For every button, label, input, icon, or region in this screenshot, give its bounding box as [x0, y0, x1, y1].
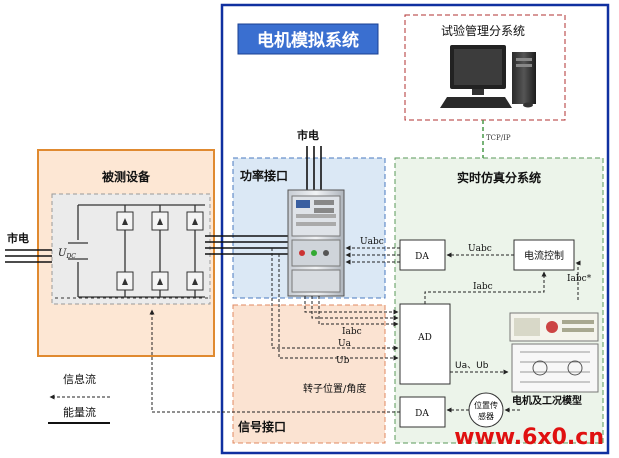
power-cabinet — [287, 189, 345, 297]
info-flow-arrows — [149, 245, 581, 413]
label-rotor-position: 转子位置/角度 — [303, 382, 366, 395]
legend: 信息流 能量流 — [48, 372, 110, 424]
position-sensor-label-2: 感器 — [478, 411, 494, 421]
grid-left-label: 市电 — [7, 231, 29, 245]
grid-left-lines — [5, 249, 52, 263]
udc-label: UDC — [58, 248, 76, 260]
dut-label: 被测设备 — [102, 169, 151, 184]
test-mgmt-label: 试验管理分系统 — [441, 23, 525, 38]
da-top-box — [399, 239, 446, 271]
label-ua: Ua — [338, 339, 352, 349]
computer-icon — [440, 45, 536, 108]
motor-sim-frame — [220, 3, 610, 455]
grid-top-lines — [306, 146, 322, 192]
current-control-box — [513, 239, 575, 271]
legend-info-label: 信息流 — [63, 372, 96, 386]
realtime-sim-region — [394, 157, 604, 444]
motor-model-thumbnails — [509, 312, 599, 393]
da-top-label: DA — [415, 252, 429, 262]
label-iabc-1: Iabc — [473, 282, 493, 292]
ad-box — [399, 303, 451, 385]
power-interface-label: 功率接口 — [240, 168, 288, 183]
motor-model-label: 电机及工况模型 — [512, 394, 582, 407]
position-sensor-circle — [468, 392, 504, 428]
label-uabc-1: Uabc — [360, 237, 384, 247]
signal-interface-region — [232, 304, 386, 444]
ad-label: AD — [417, 333, 432, 343]
label-iabc-2: Iabc — [342, 327, 362, 337]
position-sensor-label-1: 位置传 — [474, 400, 498, 410]
igbt-diodes — [122, 218, 198, 285]
system-title: 电机模拟系统 — [257, 30, 359, 51]
watermark: www.6x0.cn — [454, 425, 604, 450]
grid-top-label: 市电 — [297, 128, 319, 142]
tcpip-label: TCP/IP — [486, 134, 511, 142]
label-uabc-2: Uabc — [468, 244, 492, 254]
legend-energy-label: 能量流 — [63, 405, 96, 419]
da-bottom-box — [399, 396, 446, 428]
energy-lines — [205, 235, 290, 255]
da-bottom-label: DA — [415, 409, 429, 419]
realtime-sim-label: 实时仿真分系统 — [457, 170, 541, 185]
title-box — [237, 23, 379, 55]
label-iabc-star: Iabc* — [567, 274, 592, 284]
label-ub: Ub — [336, 356, 350, 366]
signal-interface-label: 信号接口 — [238, 419, 286, 434]
current-control-label: 电流控制 — [524, 249, 564, 262]
label-ua-ub: Ua、Ub — [455, 361, 489, 371]
